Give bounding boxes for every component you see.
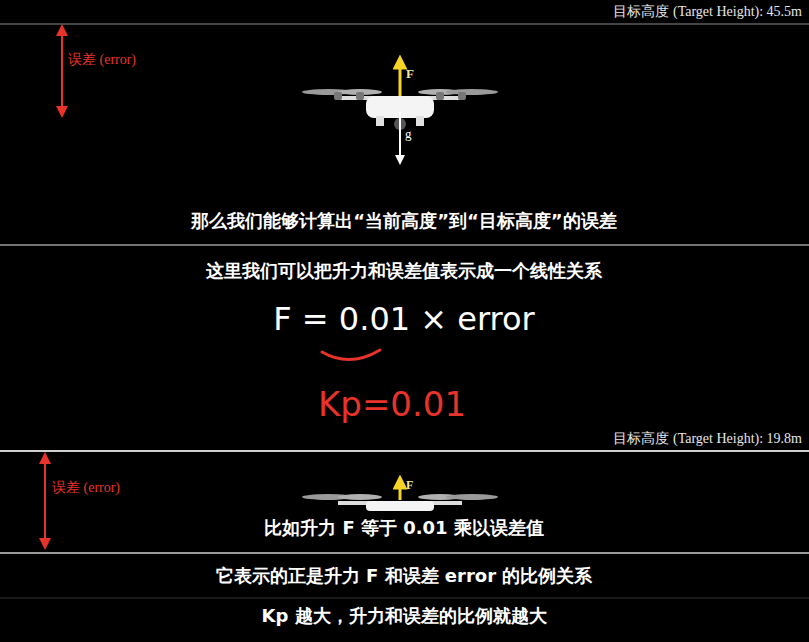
subtitle: 比如升力 F 等于 0.01 乘以误差值 xyxy=(264,517,544,539)
divider-line xyxy=(0,552,809,554)
error-arrow xyxy=(44,458,46,544)
handwritten-note: Kp=0.01 xyxy=(318,384,466,425)
formula: F = 0.01 × error xyxy=(273,300,534,338)
error-arrow xyxy=(61,30,63,112)
target-height: 目标高度 (Target Height): 19.8m xyxy=(613,431,802,448)
force-label: F xyxy=(406,66,414,82)
force-arrow xyxy=(399,482,402,500)
target-height: 目标高度 (Target Height): 45.5m xyxy=(613,4,802,21)
underline-mark xyxy=(322,350,380,360)
force-label: F xyxy=(406,478,413,492)
gravity-arrow xyxy=(399,112,401,160)
subtitle: 它表示的正是升力 F 和误差 error 的比例关系 xyxy=(216,565,593,587)
gravity-label: g xyxy=(405,126,412,142)
divider-line xyxy=(0,450,809,452)
error-label: 误差 (error) xyxy=(68,52,136,69)
subtitle: 那么我们能够计算出“当前高度”到“目标高度”的误差 xyxy=(191,210,616,232)
force-arrow xyxy=(399,62,402,96)
subtitle: Kp 越大，升力和误差的比例就越大 xyxy=(261,605,546,627)
error-label: 误差 (error) xyxy=(52,480,120,497)
divider-line xyxy=(0,244,809,246)
divider-line xyxy=(0,598,809,599)
divider-line xyxy=(0,24,809,25)
subtitle: 这里我们可以把升力和误差值表示成一个线性关系 xyxy=(206,260,602,282)
